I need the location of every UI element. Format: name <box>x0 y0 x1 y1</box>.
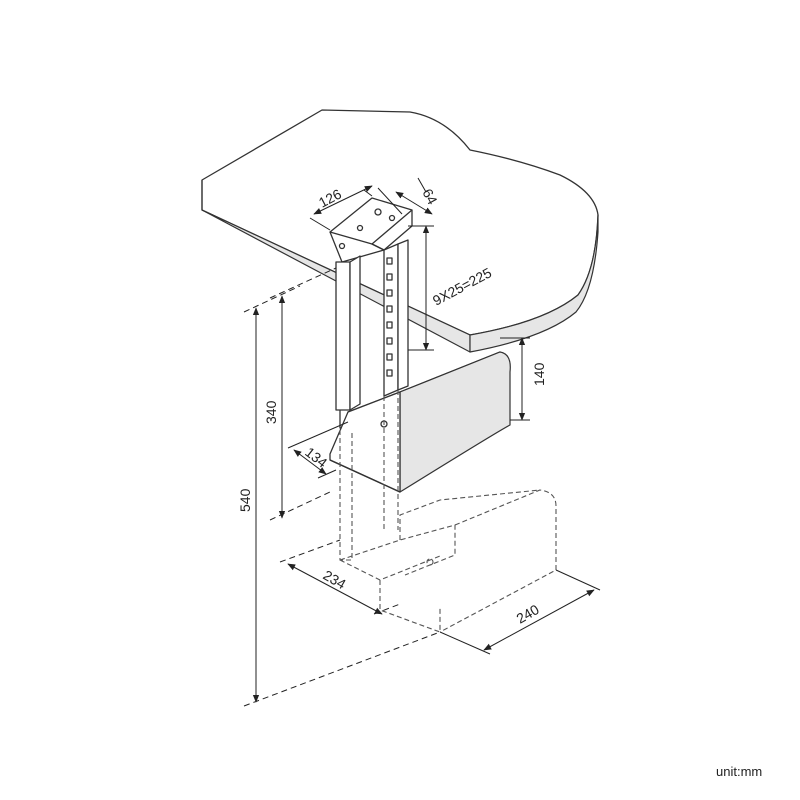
dim-340-label: 340 <box>263 400 279 424</box>
dim-240-label: 240 <box>514 601 542 627</box>
lowered-cradle-outline <box>339 390 557 633</box>
dim-240: 240 <box>439 569 601 655</box>
rail-adjustment-holes <box>386 257 393 377</box>
dim-340: 340 <box>263 267 337 521</box>
dim-540-label: 540 <box>237 488 253 512</box>
dim-540: 540 <box>237 285 441 707</box>
dim-140-label: 140 <box>531 362 547 386</box>
dim-140: 140 <box>500 337 547 421</box>
upper-cradle <box>329 351 511 493</box>
unit-label: unit:mm <box>716 764 763 779</box>
dim-234-label: 234 <box>321 567 349 593</box>
dim-64: 64 <box>377 177 441 215</box>
dim-134-label: 134 <box>302 444 330 471</box>
dim-64-label: 64 <box>419 186 441 207</box>
